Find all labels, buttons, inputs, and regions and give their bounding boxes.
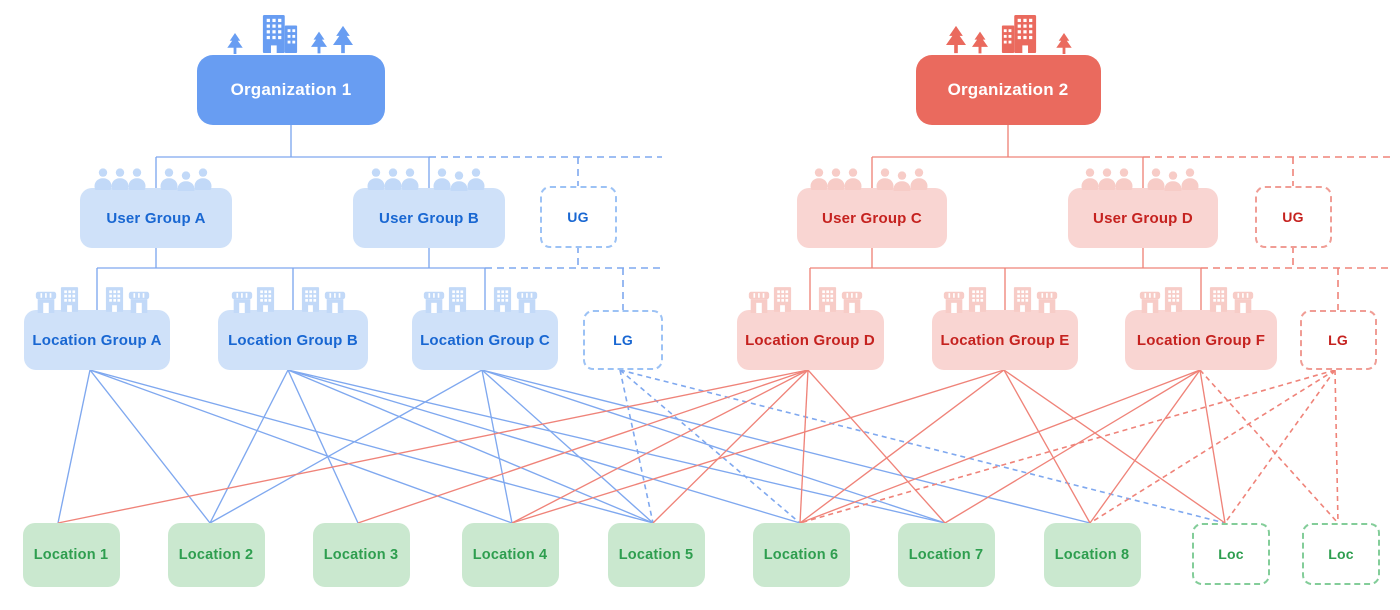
people-group-icon — [367, 168, 485, 191]
node-lgc: Location Group C — [412, 310, 558, 370]
node-label: Location 3 — [323, 547, 399, 563]
edge-lge-l4 — [511, 369, 1005, 524]
node-uga: User Group A — [80, 188, 232, 248]
edge-lgf-l7 — [944, 369, 1201, 524]
node-ugc: User Group C — [797, 188, 947, 248]
node-label: Organization 2 — [947, 80, 1069, 99]
node-l2: Location 2 — [167, 523, 265, 587]
edge-lga-l4 — [89, 369, 513, 524]
people-group-icon — [94, 168, 212, 191]
edge-lg_blue-l6 — [619, 369, 801, 524]
node-label: User Group A — [106, 209, 206, 227]
edge-lg_red-loc2 — [1334, 369, 1339, 524]
node-loc1: Loc — [1192, 523, 1270, 585]
node-label: LG — [1328, 332, 1348, 348]
people-group-icon — [810, 168, 928, 191]
node-ug_red: UG — [1254, 186, 1332, 248]
node-label: User Group D — [1093, 209, 1193, 227]
edge-lgb-l2 — [209, 369, 289, 524]
node-lgf: Location Group F — [1125, 310, 1277, 370]
node-l8: Location 8 — [1043, 523, 1141, 587]
node-ugd: User Group D — [1068, 188, 1218, 248]
edge-lgb-l7 — [287, 369, 946, 524]
node-org1: Organization 1 — [197, 55, 385, 125]
node-label: User Group B — [379, 209, 479, 227]
node-lg_blue: LG — [583, 310, 663, 370]
node-lg_red: LG — [1299, 310, 1377, 370]
node-l5: Location 5 — [607, 523, 705, 587]
edge-lg_red-l8 — [1089, 369, 1336, 524]
edge-lgb-l6 — [287, 369, 801, 524]
stores-buildings-icon — [1139, 287, 1254, 313]
edge-lgd-l6 — [799, 369, 809, 524]
edge-lge-l8 — [1003, 369, 1091, 524]
node-lgd: Location Group D — [736, 310, 884, 370]
edge-lgc-l2 — [209, 369, 483, 524]
node-label: Loc — [1218, 546, 1244, 562]
building-trees-icon — [227, 15, 353, 54]
edge-lg_red-loc1 — [1224, 369, 1336, 524]
node-l6: Location 6 — [752, 523, 850, 587]
node-ugb: User Group B — [353, 188, 505, 248]
node-lge: Location Group E — [932, 310, 1078, 370]
edge-lgb-l3 — [287, 369, 359, 524]
edge-lgd-l7 — [807, 369, 946, 524]
people-group-icon — [1081, 168, 1199, 191]
stores-buildings-icon — [231, 287, 346, 313]
node-label: Location Group B — [228, 331, 358, 349]
node-label: Location Group F — [1136, 331, 1266, 349]
node-label: Loc — [1328, 546, 1354, 562]
edge-lgc-l4 — [481, 369, 513, 524]
edge-lga-l5 — [89, 369, 654, 524]
node-label: Location 8 — [1054, 547, 1130, 563]
edge-lgc-l7 — [481, 369, 946, 524]
edge-lge-l6 — [799, 369, 1005, 524]
edge-lgd-l3 — [357, 369, 809, 524]
node-label: Organization 1 — [230, 80, 352, 99]
edge-lg_red-l6 — [799, 369, 1336, 524]
edge-lga-l1 — [57, 369, 91, 524]
edge-lgd-l1 — [57, 369, 809, 524]
edge-lgf-loc2 — [1199, 369, 1339, 524]
node-label: UG — [567, 209, 589, 225]
node-label: User Group C — [822, 209, 922, 227]
node-l1: Location 1 — [22, 523, 120, 587]
edge-lgc-l5 — [481, 369, 654, 524]
edge-lgd-l4 — [511, 369, 809, 524]
stores-buildings-icon — [748, 287, 863, 313]
edge-lgf-l6 — [799, 369, 1201, 524]
node-label: Location Group E — [940, 331, 1070, 349]
building-trees-icon — [946, 15, 1072, 54]
edge-lge-loc1 — [1003, 369, 1226, 524]
node-lga: Location Group A — [24, 310, 170, 370]
node-loc2: Loc — [1302, 523, 1380, 585]
node-label: Location 7 — [908, 547, 984, 563]
node-label: Location Group C — [420, 331, 550, 349]
node-label: Location 6 — [763, 547, 839, 563]
node-l3: Location 3 — [312, 523, 410, 587]
stores-buildings-icon — [943, 287, 1058, 313]
edge-lgd-l5 — [652, 369, 809, 524]
edge-lg_blue-l5 — [619, 369, 654, 524]
node-label: UG — [1282, 209, 1304, 225]
node-label: Location 2 — [178, 547, 254, 563]
node-label: Location 5 — [618, 547, 694, 563]
stores-buildings-icon — [35, 287, 150, 313]
node-label: LG — [613, 332, 633, 348]
node-l7: Location 7 — [897, 523, 995, 587]
node-label: Location 1 — [33, 547, 109, 563]
node-l4: Location 4 — [461, 523, 559, 587]
node-label: Location Group A — [32, 331, 162, 349]
stores-buildings-icon — [423, 287, 538, 313]
node-label: Location 4 — [472, 547, 548, 563]
edge-lgb-l5 — [287, 369, 654, 524]
node-label: Location Group D — [745, 331, 875, 349]
edge-lgf-l8 — [1089, 369, 1201, 524]
node-lgb: Location Group B — [218, 310, 368, 370]
node-org2: Organization 2 — [915, 55, 1101, 125]
node-ug_blue: UG — [539, 186, 617, 248]
edge-lga-l2 — [89, 369, 211, 524]
